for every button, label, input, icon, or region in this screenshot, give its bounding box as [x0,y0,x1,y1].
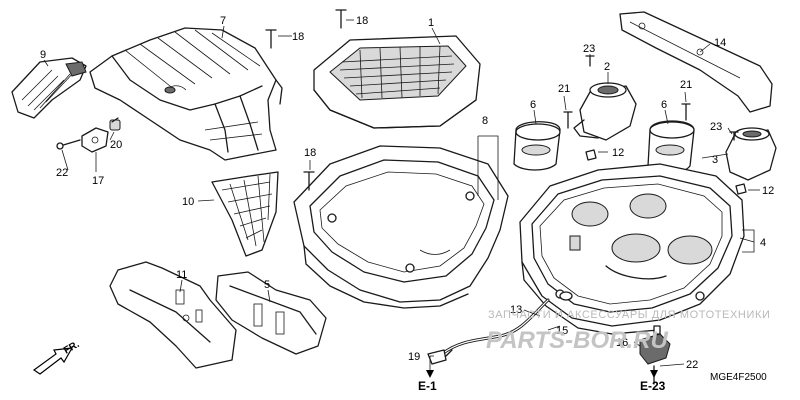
callout-13: 13 [510,304,522,316]
callout-21-right: 21 [680,79,692,91]
callout-18-mid: 18 [292,31,304,43]
callout-15: 15 [556,325,568,337]
part-bracket-14 [619,11,773,113]
part-lower-case [293,145,509,309]
callout-4: 4 [760,237,766,249]
callout-23-right: 23 [710,121,722,133]
callout-12-right: 12 [762,185,774,197]
watermark-site: PARTS-BOR.RU [486,327,668,354]
callout-10: 10 [182,196,194,208]
callout-11: 11 [176,269,187,281]
callout-5: 5 [264,279,270,291]
callout-7: 7 [220,15,226,27]
callout-6-left: 6 [530,99,536,111]
part-cover [89,27,283,161]
callout-14: 14 [714,37,726,49]
callout-19: 19 [408,351,420,363]
part-tube-3 [725,127,777,181]
part-panel-5 [215,271,327,355]
part-funnel-left [513,121,561,171]
front-arrow: FR. [32,339,82,375]
callout-12-left: 12 [612,147,624,159]
callout-18-top: 18 [356,15,368,27]
callout-labels: 1 2 3 4 5 6 6 7 8 9 10 11 12 12 13 14 15… [40,15,774,371]
front-label: FR. [62,339,82,357]
callout-8: 8 [482,115,488,127]
callout-16: 16 [616,337,628,349]
fasteners [111,9,747,385]
callout-2: 2 [604,61,610,73]
callout-23-top: 23 [583,43,595,55]
callout-18-low: 18 [304,147,316,159]
part-guide-11 [109,261,237,369]
callout-17: 17 [92,175,104,187]
part-screen [211,171,279,257]
ref-e23: E-23 [640,379,666,393]
leader-lines [43,19,760,367]
callout-1: 1 [428,17,434,29]
ref-e1: E-1 [418,379,437,393]
callout-3: 3 [712,154,718,166]
watermark-tagline: ЗАПЧАСТИ И АКСЕССУАРЫ ДЛЯ МОТОТЕХНИКИ [488,309,770,321]
part-duct [11,57,87,119]
part-tube-2 [573,82,637,141]
callout-22-right: 22 [686,359,698,371]
callout-6-right: 6 [661,99,667,111]
reference-labels: E-1 E-23 [418,356,666,393]
callout-21-left: 21 [558,83,570,95]
part-filter [313,35,481,129]
part-bracket-17 [56,119,121,153]
watermark: ЗАПЧАСТИ И АКСЕССУАРЫ ДЛЯ МОТОТЕХНИКИ PA… [486,309,770,354]
callout-20: 20 [110,139,122,151]
diagram-code: MGE4F2500 [710,372,767,383]
part-housing [519,163,745,335]
callout-9: 9 [40,49,46,61]
part-funnel-right [647,120,695,175]
part-drain-hose [427,291,671,365]
callout-22-left: 22 [56,167,68,179]
